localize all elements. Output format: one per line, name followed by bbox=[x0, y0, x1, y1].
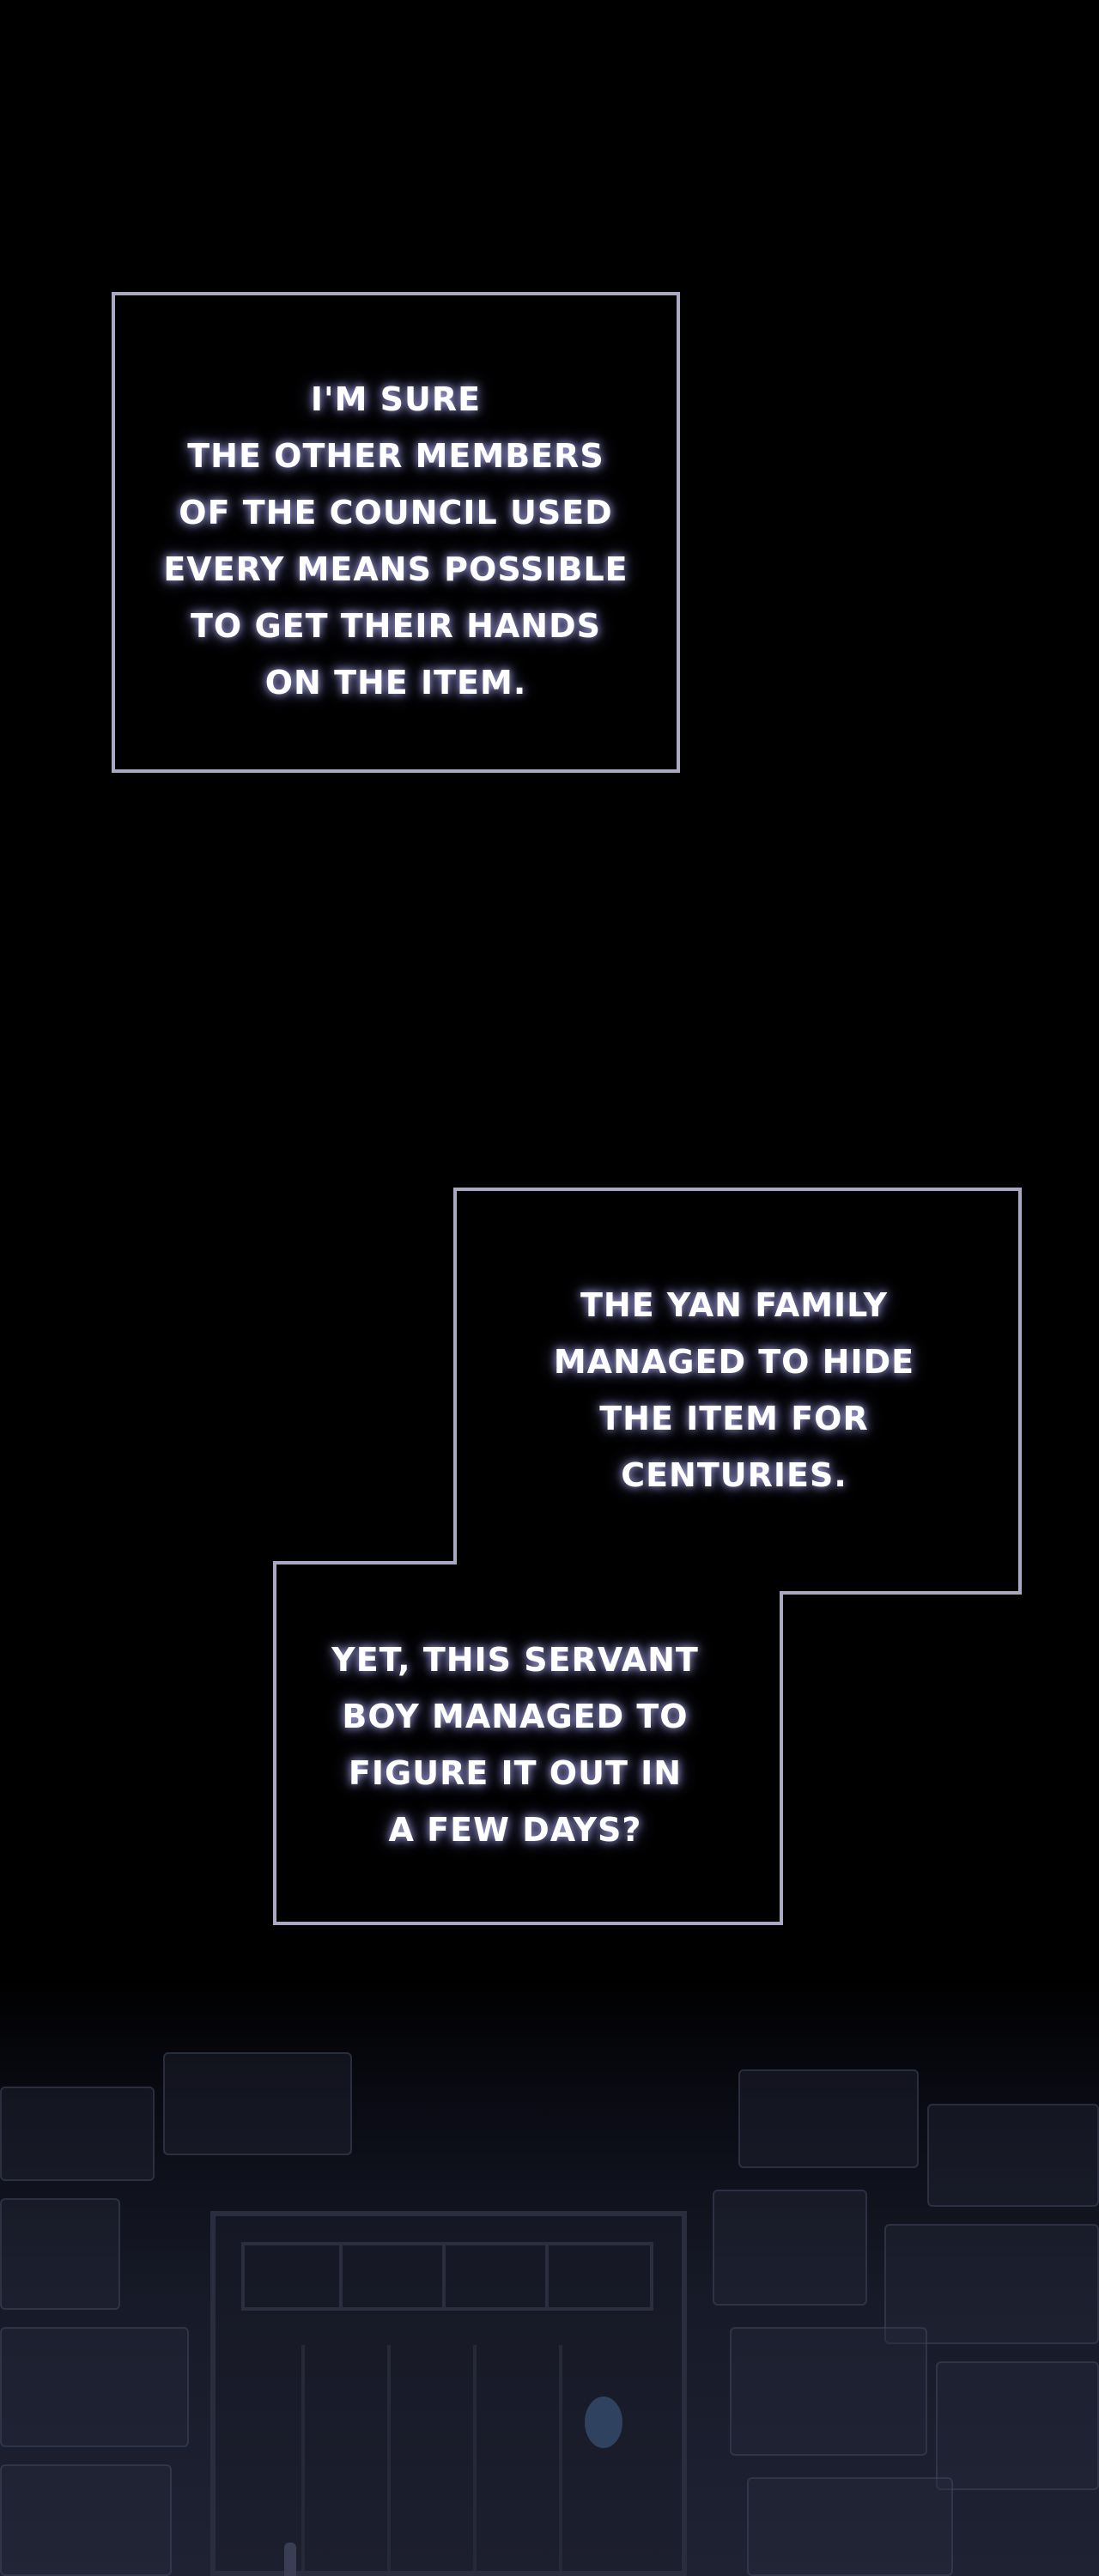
wall-stone bbox=[738, 2069, 919, 2168]
wall-stone bbox=[730, 2327, 927, 2456]
door-handle-icon bbox=[284, 2543, 296, 2576]
wall-stone bbox=[936, 2361, 1099, 2490]
caption-box-council: I'M SURE THE OTHER MEMBERS OF THE COUNCI… bbox=[112, 292, 680, 773]
wall-stone bbox=[0, 2087, 155, 2181]
wall-stone bbox=[713, 2190, 867, 2306]
wall-stone bbox=[747, 2477, 953, 2576]
caption-text-yan-family: THE YAN FAMILY MANAGED TO HIDE THE ITEM … bbox=[553, 1286, 915, 1494]
door-window bbox=[241, 2242, 653, 2311]
dungeon-scene bbox=[0, 1975, 1099, 2576]
caption-text-council: I'M SURE THE OTHER MEMBERS OF THE COUNCI… bbox=[163, 380, 628, 702]
wall-stone bbox=[927, 2104, 1099, 2207]
wall-stone bbox=[0, 2198, 120, 2310]
wall-stone bbox=[884, 2224, 1099, 2344]
wall-stone bbox=[0, 2464, 172, 2576]
wall-stone bbox=[163, 2052, 352, 2155]
wall-stone bbox=[0, 2327, 189, 2447]
wooden-door-icon bbox=[210, 2211, 687, 2576]
caption-text-servant-boy: YET, THIS SERVANT BOY MANAGED TO FIGURE … bbox=[331, 1641, 699, 1849]
door-hinge-icon bbox=[585, 2397, 622, 2448]
